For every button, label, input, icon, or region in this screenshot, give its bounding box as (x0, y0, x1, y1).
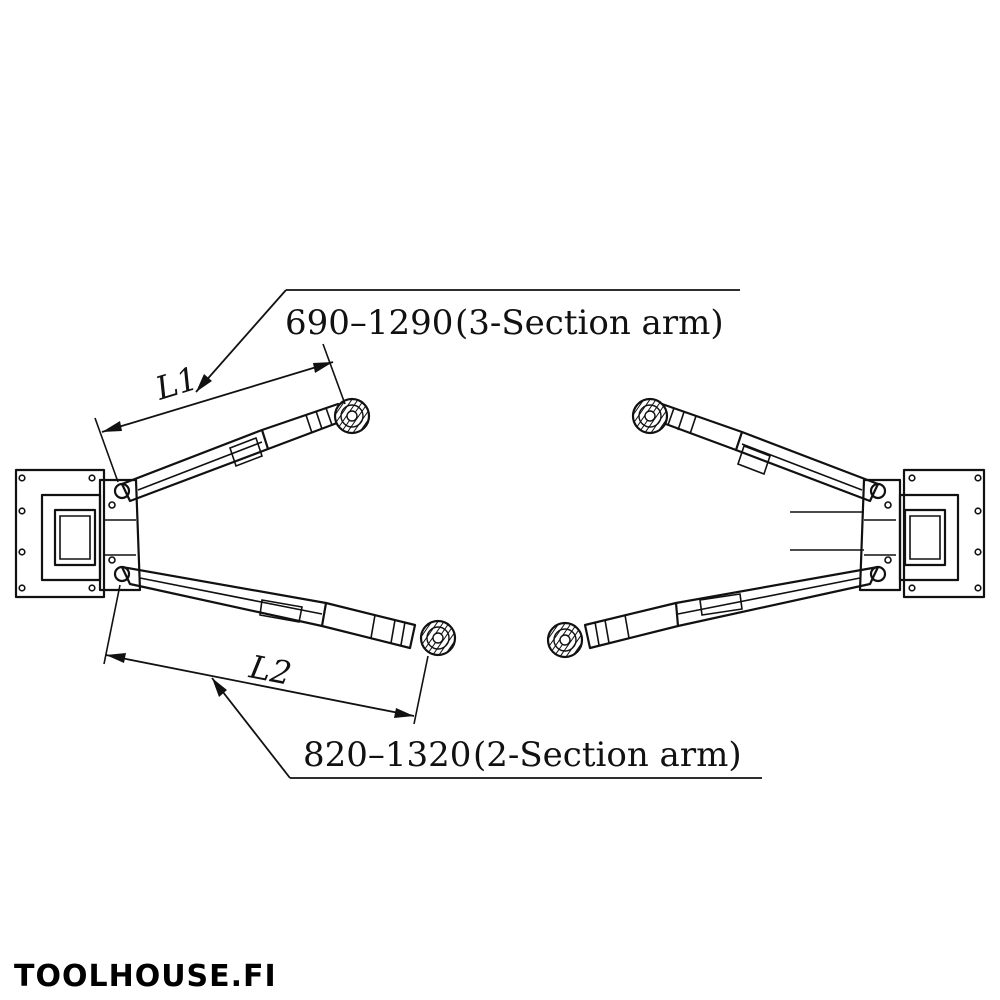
left-base-plate (14, 468, 106, 599)
l2-arrow-right (394, 708, 414, 718)
l2-leader-arrow (212, 678, 227, 697)
left-column-outer (40, 493, 102, 582)
left-column-inner (53, 508, 97, 567)
left-upper-lift-pad (333, 397, 371, 435)
l1-arrow-right (313, 362, 333, 373)
l2-extension-line-left (103, 584, 121, 665)
left-base-bolts (18, 474, 96, 592)
right-upper-lift-pad (631, 397, 669, 435)
right-carriage (858, 478, 902, 592)
right-column-inner (903, 508, 947, 567)
l1-leader-line (195, 289, 287, 393)
l1-range: 690–1290 (285, 303, 453, 343)
l1-note: (3-Section arm) (455, 303, 724, 343)
l2-note: (2-Section arm) (473, 735, 742, 775)
l2-dimension-line (105, 654, 415, 717)
l2-arrow-left (106, 653, 126, 663)
right-base-bolts (908, 474, 982, 592)
right-lower-lift-pad (546, 621, 584, 659)
left-carriage (98, 478, 142, 592)
l1-arrow-left (102, 421, 122, 432)
dimension-l1: L1 690–1290 (3-Section arm) (94, 289, 740, 483)
l1-extension-line-right (322, 343, 346, 405)
dimension-l2: L2 820–1320 (2-Section arm) (103, 584, 762, 779)
l1-symbol: L1 (150, 359, 202, 408)
left-lower-arm (120, 565, 417, 650)
l2-range: 820–1320 (303, 735, 471, 775)
left-lower-lift-pad (419, 619, 457, 657)
right-upper-arm (653, 402, 880, 503)
l2-extension-line-right (413, 655, 429, 725)
l1-extension-line-left (94, 417, 119, 483)
l2-leader-line (211, 677, 291, 779)
l1-leader-arrow (196, 374, 212, 392)
left-lift-column (14, 468, 142, 599)
l1-dimension-line (101, 361, 334, 433)
right-lower-arm (583, 565, 880, 650)
brand-watermark: TOOLHOUSE.FI (14, 959, 277, 994)
right-column-outer (898, 493, 960, 582)
left-upper-arm (120, 402, 347, 503)
l2-symbol: L2 (245, 647, 294, 692)
